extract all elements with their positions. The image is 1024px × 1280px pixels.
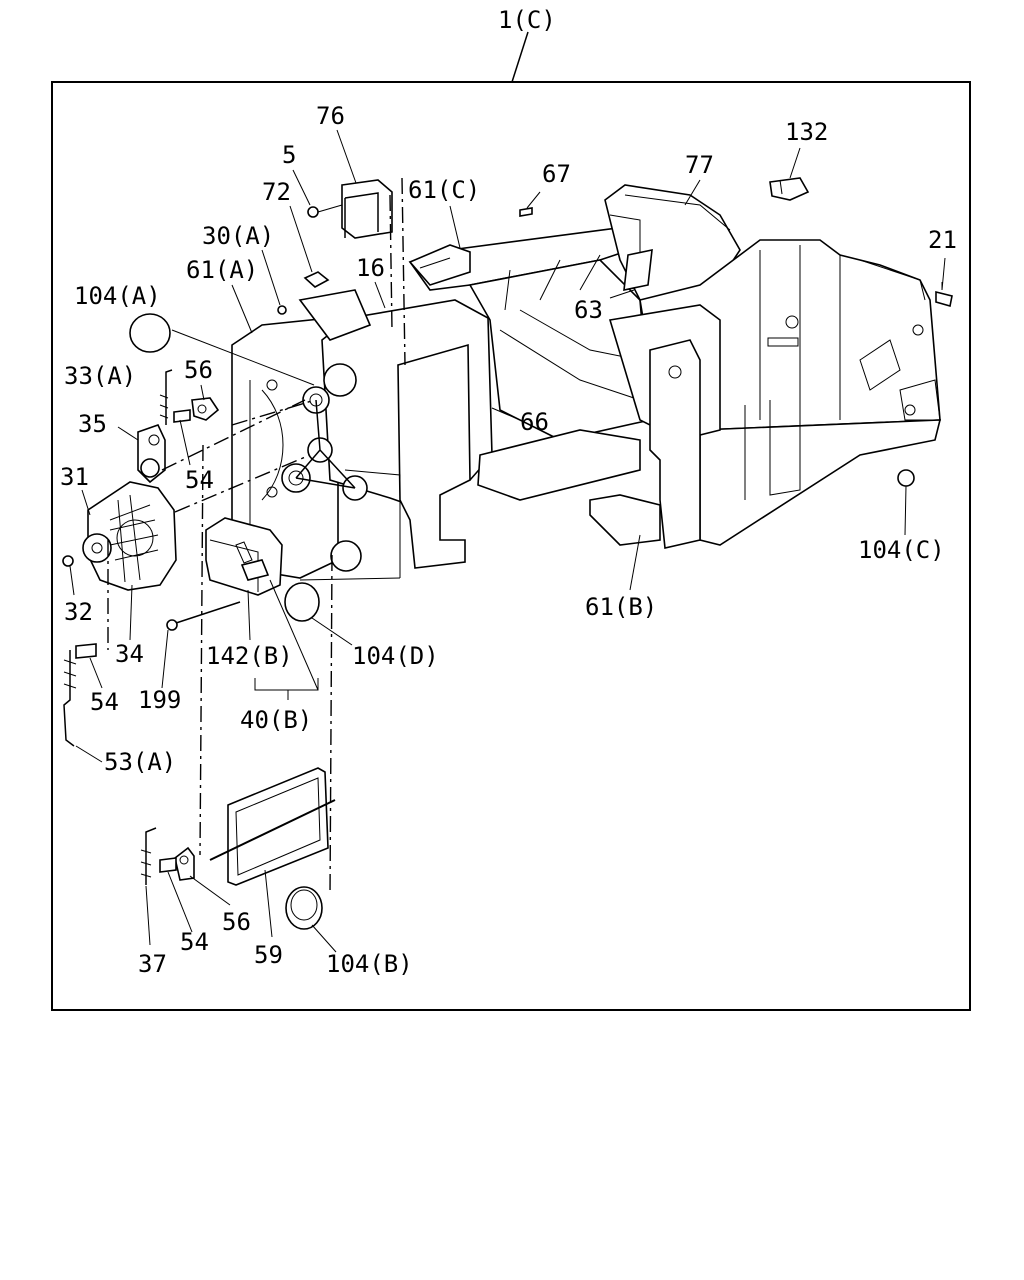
callout-40b: 40(B)	[240, 706, 312, 734]
callout-76: 76	[316, 102, 345, 130]
actuator-40b	[205, 517, 283, 596]
link-mechanism	[266, 363, 368, 572]
heater-case-left	[231, 289, 493, 581]
centerline-8	[231, 399, 316, 426]
callout-61a: 61(A)	[186, 256, 258, 284]
callout-21: 21	[928, 226, 957, 254]
cap-104c	[897, 469, 915, 487]
callout-61c: 61(C)	[408, 176, 480, 204]
callout-104d: 104(D)	[352, 642, 439, 670]
callout-31: 31	[60, 463, 89, 491]
callout-59: 59	[254, 941, 283, 969]
cap-104b	[285, 886, 323, 930]
cap-104a	[129, 313, 171, 353]
centerline-3	[389, 194, 393, 331]
part-54a-clip	[173, 409, 191, 423]
callout-54a: 54	[185, 466, 214, 494]
part-56b-lever	[174, 846, 195, 881]
part-132-clip	[769, 177, 810, 201]
part-54b-clip	[75, 643, 97, 659]
assembly-label: 1(C)	[498, 6, 556, 34]
callout-33a: 33(A)	[64, 362, 136, 390]
part-76	[341, 179, 393, 239]
part-21-clip	[935, 282, 953, 308]
callout-54b: 54	[90, 688, 119, 716]
part-35-lever	[137, 424, 166, 484]
centerline-7	[174, 454, 311, 513]
callout-199: 199	[138, 686, 181, 714]
callout-37: 37	[138, 950, 167, 978]
callout-53a: 53(A)	[104, 748, 176, 776]
part-53a-rod	[63, 650, 77, 747]
callout-34: 34	[115, 640, 144, 668]
callout-54c: 54	[180, 928, 209, 956]
centerline-6	[161, 399, 306, 471]
callout-72: 72	[262, 178, 291, 206]
callout-132: 132	[785, 118, 828, 146]
part-33a-rod	[159, 369, 173, 425]
part-56a-lever	[191, 397, 220, 421]
part-67	[519, 207, 533, 217]
callout-61b: 61(B)	[585, 593, 657, 621]
centerline-2	[329, 554, 333, 896]
callout-56b: 56	[222, 908, 251, 936]
callout-35: 35	[78, 410, 107, 438]
callout-104c: 104(C)	[858, 536, 945, 564]
bracket-61b	[589, 339, 701, 549]
centerline-1	[199, 444, 204, 856]
part-63	[623, 248, 653, 292]
part-31-gear-plate	[87, 481, 177, 591]
part-54c-clip	[159, 857, 177, 873]
part-37-rod	[140, 827, 157, 885]
callout-142b: 142(B)	[206, 642, 293, 670]
diagram-frame	[51, 81, 971, 1011]
part-34-wheel	[82, 533, 112, 563]
part-32-screw	[62, 555, 74, 567]
door-59	[209, 767, 336, 886]
callout-63: 63	[574, 296, 603, 324]
callout-104b: 104(B)	[326, 950, 413, 978]
centerline-4	[401, 177, 406, 366]
part-72-nut	[303, 271, 330, 288]
part-30a-screw	[277, 305, 287, 315]
callout-56a: 56	[184, 356, 213, 384]
leader-lines	[69, 129, 946, 953]
callout-16: 16	[356, 254, 385, 282]
callout-32: 32	[64, 598, 93, 626]
callout-66: 66	[520, 408, 549, 436]
cap-104d	[284, 582, 320, 622]
callout-5: 5	[282, 141, 296, 169]
assembly-leader	[511, 31, 529, 83]
duct-middle	[408, 224, 662, 501]
callout-67: 67	[542, 160, 571, 188]
callout-104a: 104(A)	[74, 282, 161, 310]
bracket-61c	[408, 244, 471, 286]
callout-77: 77	[685, 151, 714, 179]
callout-30a: 30(A)	[202, 222, 274, 250]
part-199-screw	[166, 601, 241, 631]
part-5-screw	[307, 204, 343, 218]
